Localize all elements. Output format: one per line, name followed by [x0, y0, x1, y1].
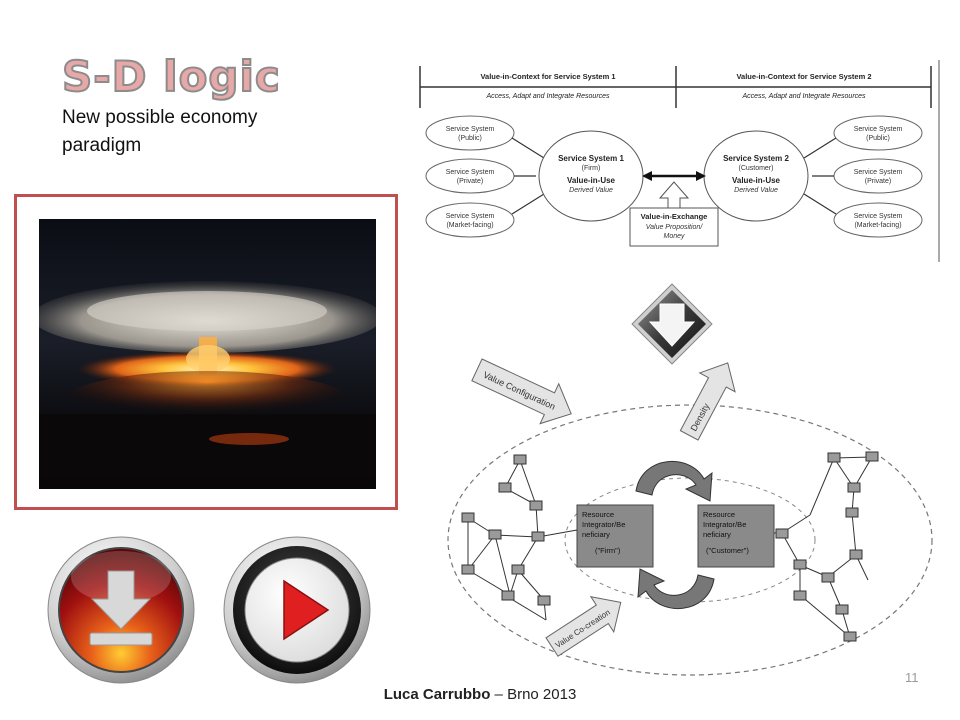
footer-author: Luca Carrubbo: [383, 686, 491, 703]
cycle-arrows: [635, 460, 715, 610]
service-system-2: Service System 2 (Customer) Value-in-Use…: [703, 130, 809, 222]
right-network-nodes: [775, 451, 879, 642]
image-frame: [14, 194, 398, 510]
svg-text:neficiary: neficiary: [703, 530, 731, 539]
svg-text:Integrator/Be: Integrator/Be: [582, 520, 625, 529]
svg-text:Service System: Service System: [446, 126, 495, 133]
svg-text:(Private): (Private): [865, 178, 891, 185]
footer-rest: – Brno 2013: [490, 686, 577, 703]
resource-box-customer: Resource Integrator/Be neficiary ("Custo…: [697, 504, 775, 568]
svg-text:Integrator/Be: Integrator/Be: [703, 520, 746, 529]
svg-text:Service System: Service System: [446, 169, 495, 176]
svg-text:(Market-facing): (Market-facing): [854, 222, 901, 229]
right-node-market: Service System (Market-facing): [833, 202, 923, 238]
density-arrow: Density: [679, 362, 736, 441]
svg-text:Derived Value: Derived Value: [734, 187, 778, 194]
left-node-market: Service System (Market-facing): [425, 202, 515, 238]
left-network-nodes: [461, 454, 551, 606]
svg-text:(Private): (Private): [457, 178, 483, 185]
svg-text:Service System: Service System: [854, 169, 903, 176]
sub-left: Access, Adapt and Integrate Resources: [485, 93, 610, 100]
resource-box-firm: Resource Integrator/Be neficiary ("Firm"…: [576, 504, 654, 568]
right-node-public: Service System (Public): [833, 115, 923, 151]
right-node-private: Service System (Private): [833, 158, 923, 194]
play-button[interactable]: [222, 535, 372, 685]
explosion-image: [39, 219, 376, 489]
down-arrow-icon[interactable]: [630, 282, 714, 366]
service-system-diagram: Value-in-Context for Service System 1 Ac…: [416, 58, 942, 264]
download-button[interactable]: [46, 535, 196, 685]
play-icon: [283, 579, 330, 641]
value-cocreation-arrow: Value Co-creation: [545, 596, 622, 657]
svg-text:Service System 1: Service System 1: [558, 154, 624, 163]
svg-text:Value-in-Use: Value-in-Use: [567, 176, 616, 185]
svg-text:Value-in-Use: Value-in-Use: [732, 176, 781, 185]
svg-text:("Customer"): ("Customer"): [706, 546, 749, 555]
svg-text:neficiary: neficiary: [582, 530, 610, 539]
left-node-public: Service System (Public): [425, 115, 515, 151]
svg-text:Value Proposition/: Value Proposition/: [646, 224, 704, 231]
svg-text:(Public): (Public): [866, 135, 890, 142]
svg-text:Derived Value: Derived Value: [569, 187, 613, 194]
svg-text:Resource: Resource: [582, 510, 614, 519]
svg-text:("Firm"): ("Firm"): [595, 546, 621, 555]
left-node-private: Service System (Private): [425, 158, 515, 194]
svg-text:Money: Money: [663, 233, 685, 240]
sub-right: Access, Adapt and Integrate Resources: [741, 93, 866, 100]
svg-text:Service System: Service System: [854, 213, 903, 220]
left-network-links: [467, 459, 578, 621]
value-network-diagram: Value Configuration Density Value Co-cre…: [447, 358, 933, 676]
svg-text:Service System: Service System: [854, 126, 903, 133]
svg-text:Value-in-Exchange: Value-in-Exchange: [641, 212, 708, 221]
value-in-exchange: Value-in-Exchange Value Proposition/ Mon…: [629, 181, 719, 247]
download-icon: [89, 570, 153, 646]
footer: Luca Carrubbo – Brno 2013: [0, 686, 960, 703]
value-configuration-arrow: Value Configuration: [471, 358, 572, 425]
svg-text:(Market-facing): (Market-facing): [446, 222, 493, 229]
svg-text:(Customer): (Customer): [738, 165, 773, 172]
svg-text:Service System 2: Service System 2: [723, 154, 789, 163]
header-right: Value-in-Context for Service System 2: [736, 72, 871, 81]
svg-text:(Public): (Public): [458, 135, 482, 142]
service-system-1: Service System 1 (Firm) Value-in-Use Der…: [538, 130, 644, 222]
header-left: Value-in-Context for Service System 1: [480, 72, 615, 81]
svg-text:Resource: Resource: [703, 510, 735, 519]
page-number: 11: [905, 670, 919, 685]
slide-subtitle: New possible economy paradigm: [62, 107, 258, 156]
slide-title: S-D logic: [61, 51, 281, 102]
svg-text:(Firm): (Firm): [582, 165, 601, 172]
svg-text:Service System: Service System: [446, 213, 495, 220]
